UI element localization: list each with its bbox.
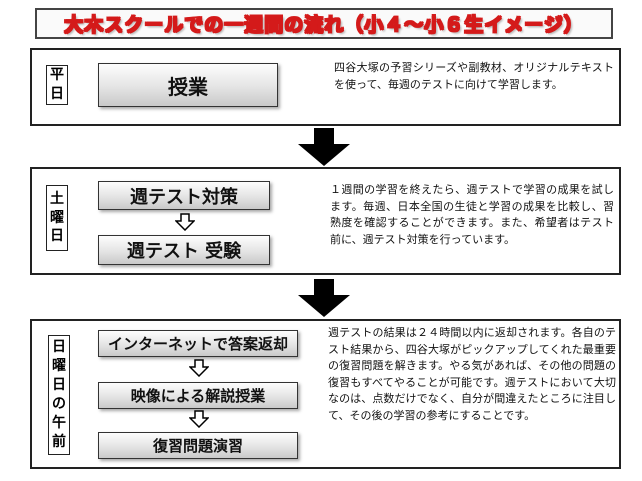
label-char: 土 (50, 190, 64, 207)
label-sunday: 日 曜 日 の 午 前 (48, 335, 70, 455)
down-arrow-outline-icon (189, 410, 209, 428)
description-saturday: １週間の学習を終えたら、週テストで学習の成果を試します。毎週、日本全国の生徒と学… (330, 183, 614, 246)
section-saturday: 土 曜 日 週テスト対策 週テスト 受験 １週間の学習を終えたら、週テストで学習… (30, 167, 621, 275)
label-char: 日 (50, 228, 64, 245)
label-char: 曜 (52, 358, 66, 375)
label-char: 曜 (50, 209, 64, 226)
label-char: の (52, 396, 66, 412)
label-char: 午 (52, 414, 66, 431)
step-review-exercise: 復習問題演習 (98, 432, 298, 459)
label-saturday: 土 曜 日 (46, 185, 68, 251)
down-arrow-outline-icon (175, 213, 195, 231)
down-arrow-icon (298, 279, 350, 317)
step-test-take: 週テスト 受験 (98, 235, 270, 265)
page-title: 大木スクールでの一週間の流れ（小４～小６生イメージ） (64, 14, 584, 37)
label-char: 日 (52, 339, 66, 356)
label-char: 日 (52, 377, 66, 394)
description-sunday: 週テストの結果は２４時間以内に返却されます。各自のテスト結果から、四谷大塚がピッ… (328, 326, 616, 422)
down-arrow-outline-icon (189, 359, 209, 377)
label-weekday: 平 日 (46, 65, 68, 105)
label-char: 日 (50, 86, 64, 102)
title-banner: 大木スクールでの一週間の流れ（小４～小６生イメージ） (35, 8, 613, 39)
step-video-lesson: 映像による解説授業 (98, 382, 298, 409)
step-test-prep: 週テスト対策 (98, 181, 270, 210)
down-arrow-icon (298, 128, 350, 166)
description-weekday: 四谷大塚の予習シリーズや副教材、オリジナルテキストを使って、毎週のテストに向けて… (334, 61, 614, 91)
section-weekday: 平 日 授業 四谷大塚の予習シリーズや副教材、オリジナルテキストを使って、毎週の… (30, 48, 621, 126)
step-online-return: インターネットで答案返却 (98, 330, 298, 357)
label-char: 前 (52, 433, 66, 450)
step-class: 授業 (98, 63, 278, 107)
label-char: 平 (50, 67, 64, 84)
section-sunday: 日 曜 日 の 午 前 インターネットで答案返却 映像による解説授業 復習問題演… (30, 319, 621, 469)
